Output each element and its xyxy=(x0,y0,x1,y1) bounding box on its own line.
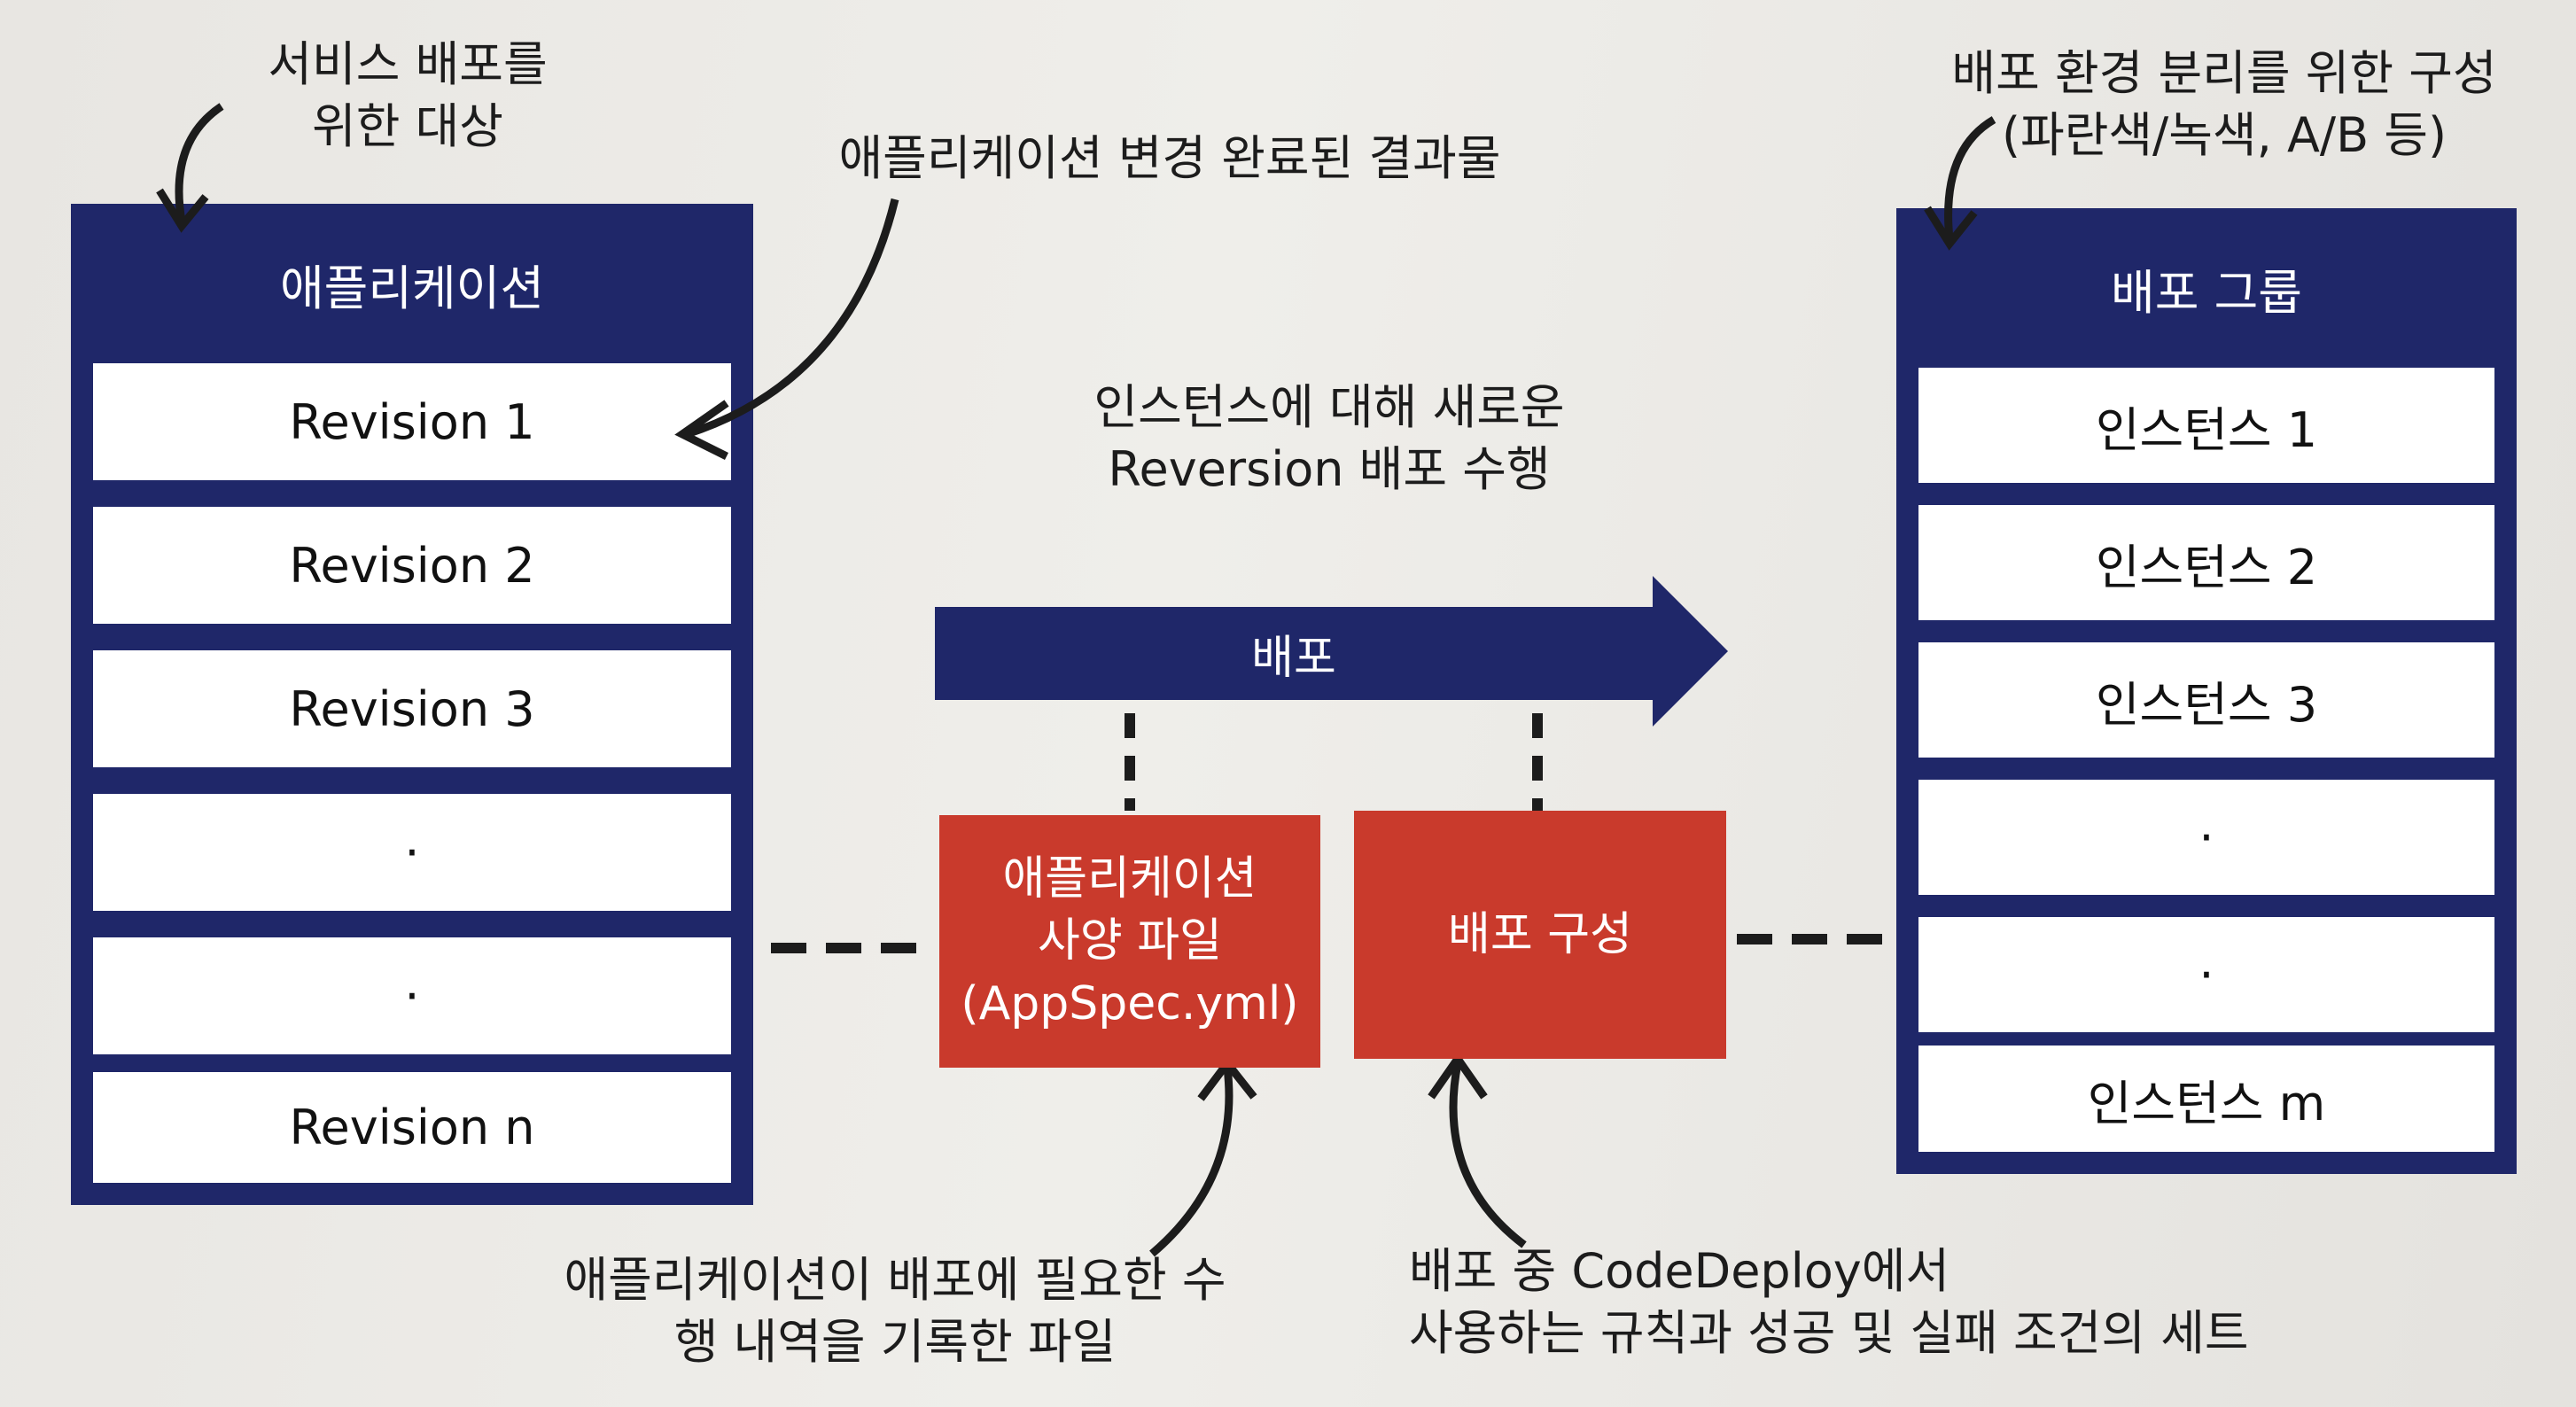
deploy-arrow-label: 배포 xyxy=(1251,632,1336,685)
pointer-appspec-note xyxy=(1149,1067,1234,1257)
instance-row-2: 인스턴스 2 xyxy=(1918,505,2494,620)
pointer-config-note xyxy=(1449,1062,1527,1248)
appspec-note: 애플리케이션이 배포에 필요한 수 행 내역을 기록한 파일 xyxy=(564,1252,1226,1371)
instance-row-ellipsis-1: · xyxy=(1918,780,2494,895)
deployment-group-header: 배포 그룹 xyxy=(1896,208,2517,368)
revision-annotation: 애플리케이션 변경 완료된 결과물 xyxy=(838,130,1501,186)
appspec-file-box: 애플리케이션 사양 파일 (AppSpec.yml) xyxy=(939,815,1320,1068)
deployment-config-box: 배포 구성 xyxy=(1354,811,1726,1059)
center-caption: 인스턴스에 대해 새로운 Reversion 배포 수행 xyxy=(1093,379,1565,498)
pointer-service-target xyxy=(175,103,224,222)
revision-row-ellipsis-1: · xyxy=(93,794,731,911)
deploy-env-annotation: 배포 환경 분리를 위한 구성 (파란색/녹색, A/B 등) xyxy=(1951,45,2497,164)
revision-row-2: Revision 2 xyxy=(93,507,731,624)
application-header: 애플리케이션 xyxy=(71,204,753,363)
revision-row-1: Revision 1 xyxy=(93,363,731,480)
instance-row-1: 인스턴스 1 xyxy=(1918,368,2494,483)
config-note: 배포 중 CodeDeploy에서 사용하는 규칙과 성공 및 실패 조건의 세… xyxy=(1409,1243,2249,1362)
pointer-revision-annotation xyxy=(685,198,899,439)
revision-row-ellipsis-2: · xyxy=(93,937,731,1054)
revision-row-3: Revision 3 xyxy=(93,650,731,767)
service-target-annotation: 서비스 배포를 위한 대상 xyxy=(268,36,548,155)
revision-row-n: Revision n xyxy=(93,1072,731,1183)
instance-row-m: 인스턴스 m xyxy=(1918,1046,2494,1152)
instance-row-3: 인스턴스 3 xyxy=(1918,642,2494,758)
instance-row-ellipsis-2: · xyxy=(1918,917,2494,1032)
pointer-deploy-env xyxy=(1944,116,1996,240)
deploy-arrow-shape xyxy=(935,576,1728,727)
